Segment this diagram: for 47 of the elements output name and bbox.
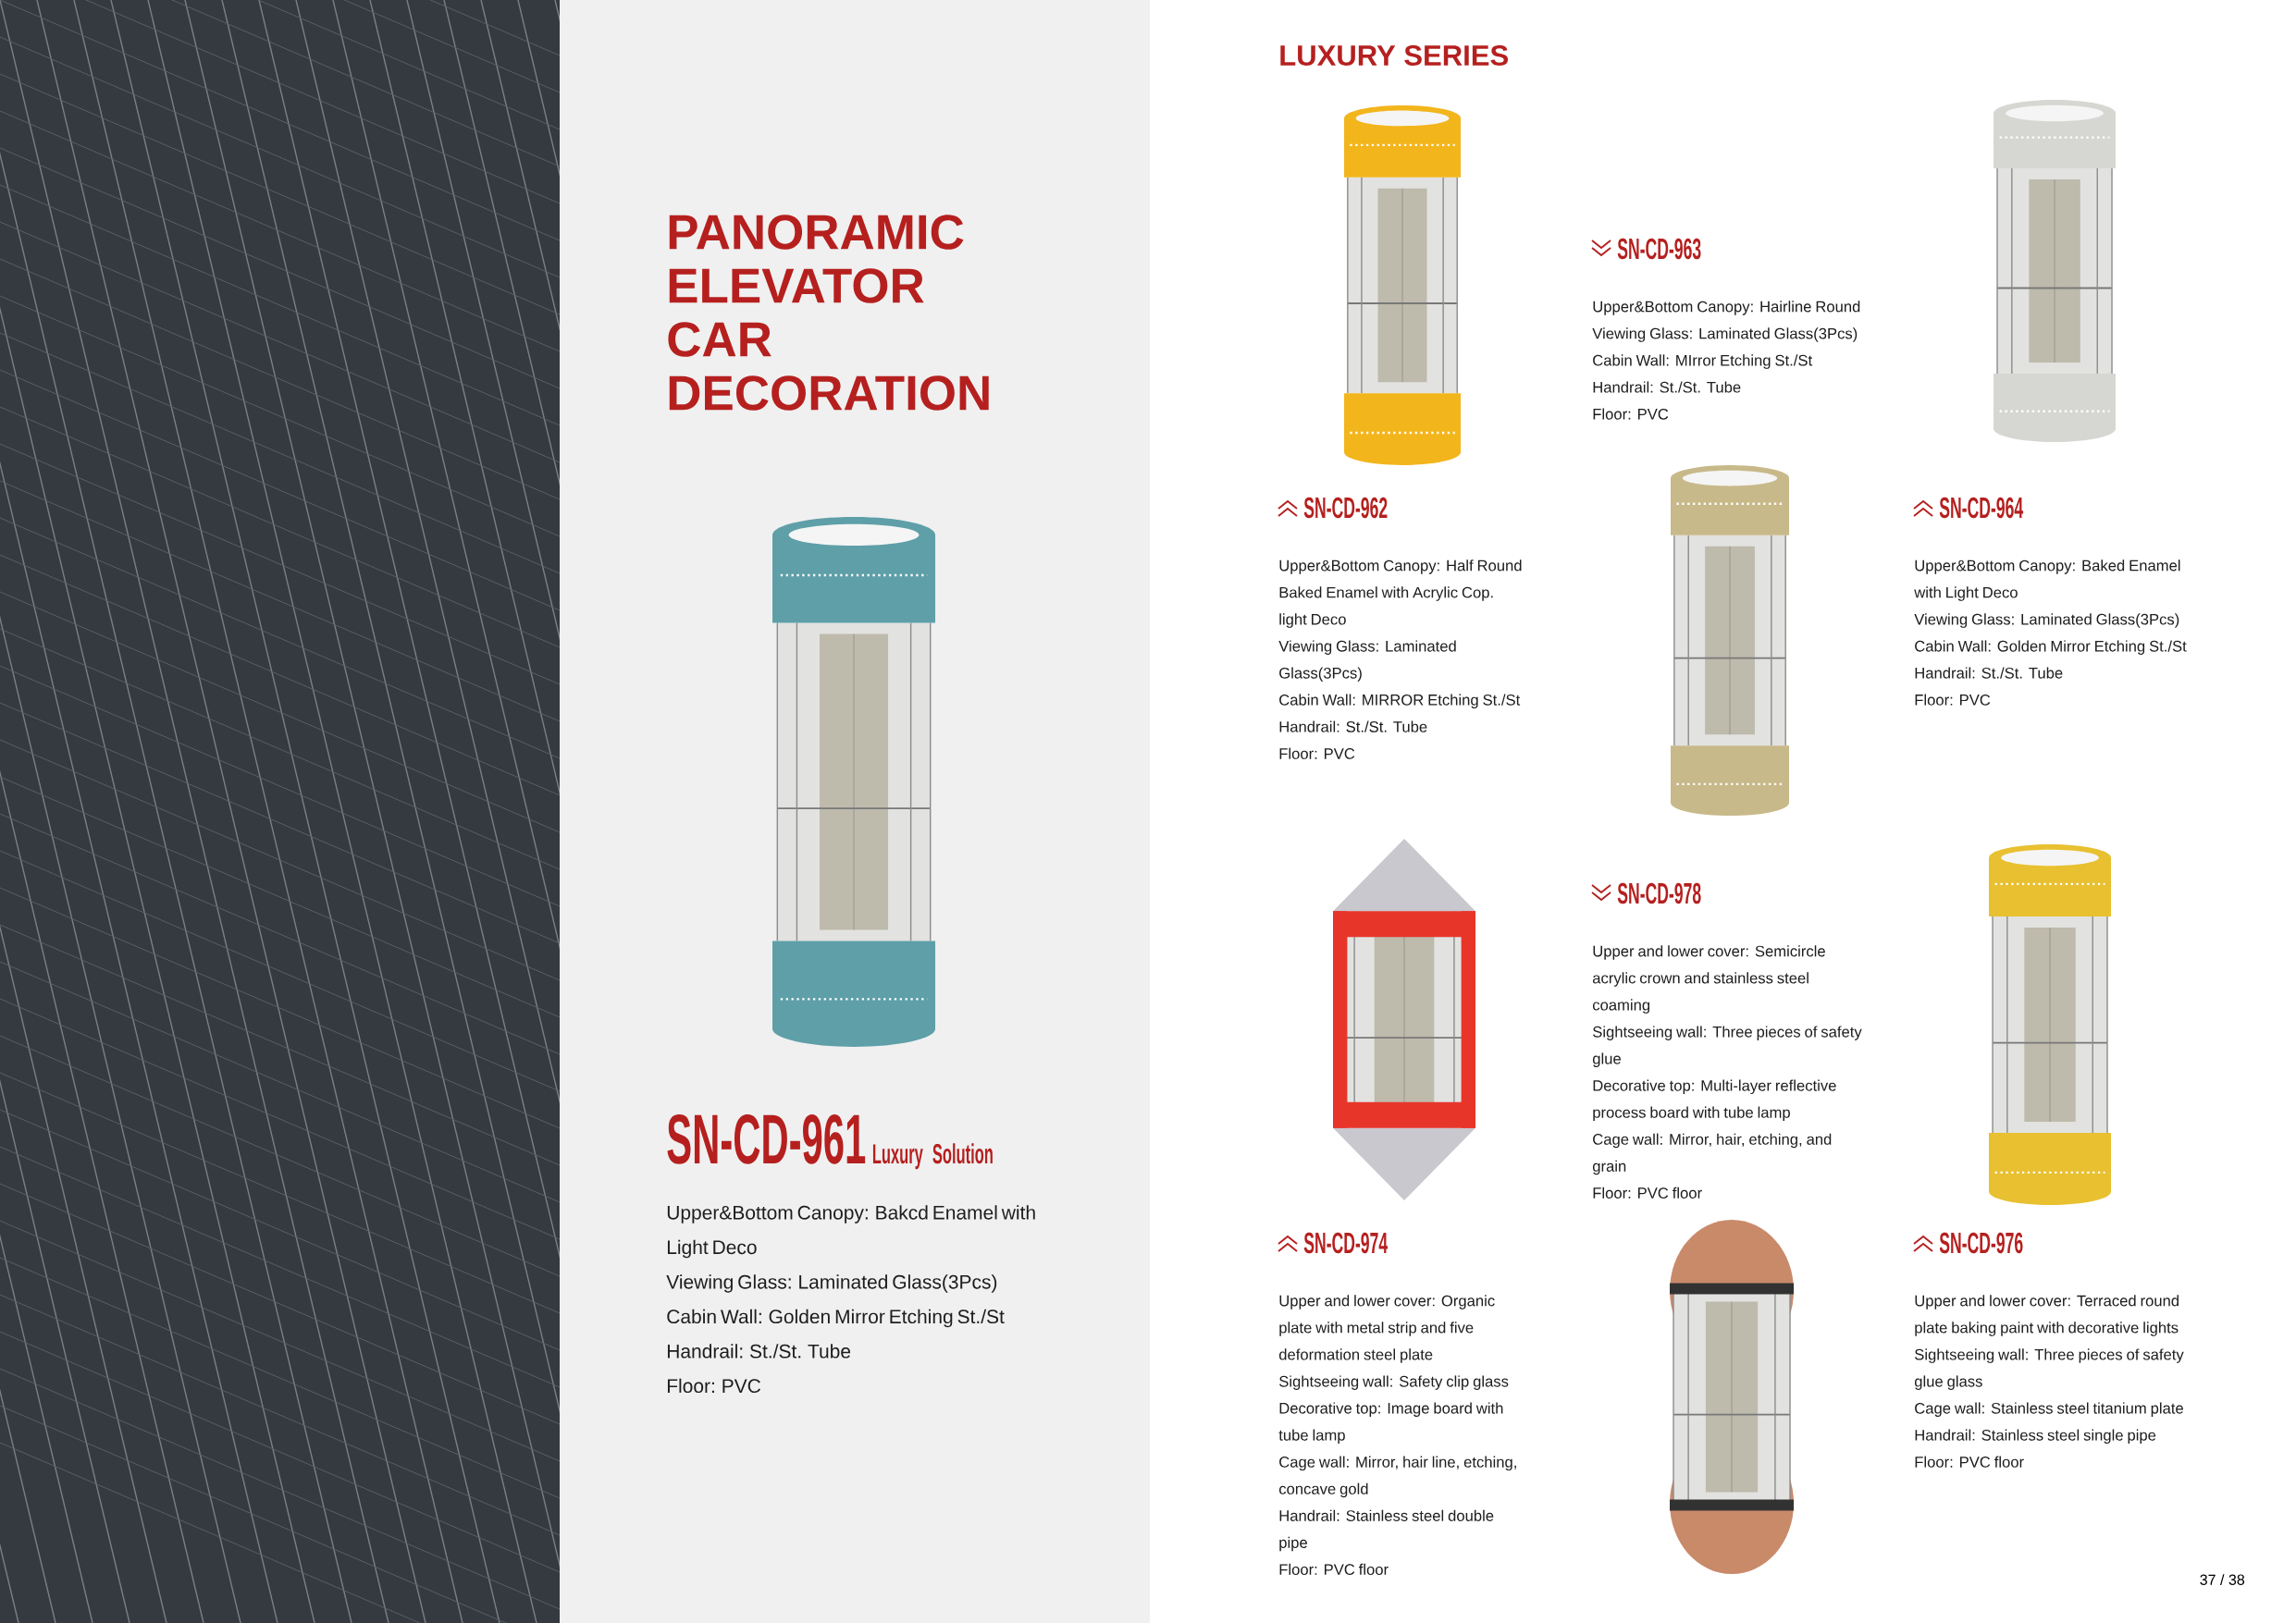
- spec-text: Handrail: St./St. Tube: [1279, 720, 1427, 732]
- spec-text: Handrail: St./St. Tube: [667, 1344, 851, 1359]
- spec-text: Handrail: St./St. Tube: [1593, 381, 1741, 393]
- spec-text: Cabin Wall: Golden Mirror Etching St./St: [667, 1309, 1005, 1328]
- spec-text: Handrail: Stainless steel double pipe: [1279, 1509, 1494, 1552]
- spec-text: Viewing Glass: Laminated Glass(3Pcs): [1278, 640, 1456, 682]
- spec-text: Viewing Glass: Laminated Glass(3Pcs): [1914, 613, 2179, 628]
- spec-text: Upper and lower cover: Organic plate with metal strip and five deformation steel plate: [1278, 1295, 1495, 1363]
- spec-text: Floor: PVC floor: [1593, 1187, 1702, 1199]
- spec-text: Sightseeing wall: Three pieces of safety glue: [1592, 1026, 1862, 1067]
- spec-text: Upper&Bottom Canopy: Baked Enamel with Light Deco: [1914, 559, 2180, 601]
- spec-text: Decorative top: Multi-layer reflective process board with tube lamp: [1593, 1079, 1836, 1122]
- spec-text: Floor: PVC floor: [1915, 1456, 2024, 1468]
- spec-text: Cabin Wall: MIRROR Etching St./St: [1279, 694, 1521, 708]
- spec-text: Floor: PVC: [667, 1378, 760, 1394]
- series-heading: LUXURY SERIES: [1280, 45, 1508, 66]
- spec-text: Upper and lower cover: Semicircle acrylic crown and stainless steel coaming: [1592, 945, 1825, 1014]
- spec-text: Handrail: Stainless steel single pipe: [1915, 1429, 2156, 1445]
- page-title: PANORAMIC ELEVATOR CAR DECORATION: [668, 215, 989, 411]
- spec-text: Cabin Wall: Golden Mirror Etching St./St: [1915, 640, 2187, 655]
- spec-text: Upper&Bottom Canopy: Half Round Baked Enamel with Acrylic Cop. light Deco: [1279, 559, 1522, 628]
- model-code: SN-CD-978: [1617, 882, 1701, 904]
- spec-text: Sightseeing wall: Three pieces of safety glue glass: [1914, 1348, 2184, 1390]
- model-code: SN-CD-976: [1939, 1232, 2023, 1254]
- spec-text: Floor: PVC: [1593, 408, 1669, 420]
- spec-text: Cabin Wall: MIrror Etching St./St: [1593, 354, 1813, 369]
- spec-text: Viewing Glass: Laminated Glass(3Pcs): [666, 1274, 997, 1293]
- model-code: SN-CD-974: [1303, 1232, 1389, 1254]
- spec-text: Cage wall: Mirror, hair, etching, and grain: [1592, 1133, 1832, 1175]
- spec-text: Upper&Bottom Canopy: Bakcd Enamel with Light Deco: [667, 1205, 1035, 1259]
- model-code: SN-CD-962: [1303, 497, 1388, 519]
- spec-text: Upper and lower cover: Terraced round plate baking paint with decorative lights: [1915, 1295, 2179, 1336]
- spec-text: Upper&Bottom Canopy: Hairline Round: [1593, 301, 1860, 315]
- spec-text: Cage wall: Stainless steel titanium plate: [1915, 1402, 2183, 1417]
- spec-text: Decorative top: Image board with tube lamp: [1278, 1402, 1503, 1445]
- spec-text: Sightseeing wall: Safety clip glass: [1279, 1375, 1509, 1390]
- spec-text: Floor: PVC: [1279, 747, 1355, 759]
- spec-text: Viewing Glass: Laminated Glass(3Pcs): [1592, 327, 1858, 342]
- spec-text: Handrail: St./St. Tube: [1915, 667, 2063, 679]
- model-code: SN-CD-964: [1939, 497, 2024, 519]
- subtitle: Luxury Solution: [872, 1143, 993, 1170]
- spec-text: Cage wall: Mirror, hair line, etching, concave gold: [1278, 1456, 1516, 1498]
- model-code: SN-CD-961: [667, 1113, 866, 1164]
- spec-text: Floor: PVC floor: [1279, 1563, 1389, 1575]
- model-code: SN-CD-963: [1617, 238, 1701, 260]
- spec-text: Floor: PVC: [1915, 694, 1991, 706]
- page-number: 37 / 38: [2200, 1574, 2245, 1585]
